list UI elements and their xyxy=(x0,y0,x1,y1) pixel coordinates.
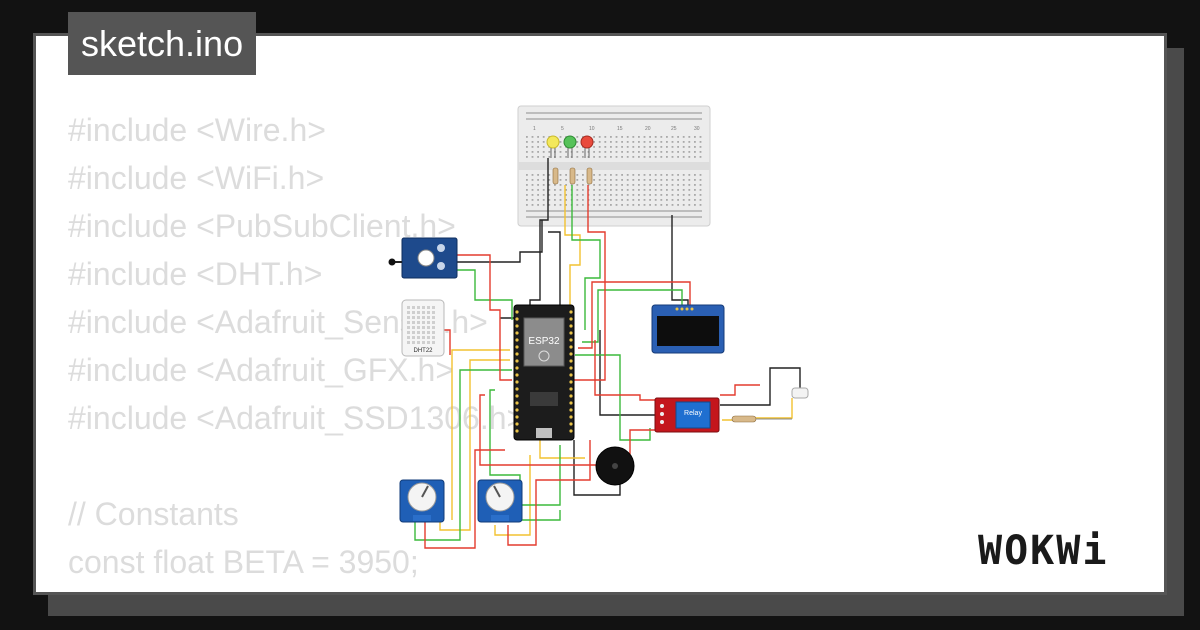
code-line: const float BETA = 3950; xyxy=(68,544,419,580)
code-editor: #include <Wire.h> #include <WiFi.h> #inc… xyxy=(68,106,551,592)
led-yellow[interactable] xyxy=(546,135,560,158)
buzzer[interactable] xyxy=(595,446,635,486)
filename-tag: sketch.ino xyxy=(68,12,257,75)
potentiometer-left[interactable] xyxy=(399,479,445,523)
code-line: #include <Adafruit_GFX.h> xyxy=(68,352,455,388)
breadboard-number: 25 xyxy=(671,126,677,132)
relay-module[interactable]: Relay xyxy=(654,397,720,433)
bulb[interactable] xyxy=(791,387,809,399)
esp32-board[interactable]: ESP32 xyxy=(513,304,575,441)
temperature-module[interactable] xyxy=(388,237,458,279)
breadboard-number: 1 xyxy=(533,126,536,132)
code-line: #include <WiFi.h> xyxy=(68,160,325,196)
dht22-sensor[interactable]: DHT22 xyxy=(401,299,445,357)
breadboard-number: 10 xyxy=(589,126,595,132)
breadboard-number: 30 xyxy=(694,126,700,132)
wires xyxy=(414,158,801,549)
breadboard-number: 15 xyxy=(617,126,623,132)
code-line: #include <Wire.h> xyxy=(68,112,326,148)
code-line: // Constants xyxy=(68,496,239,532)
code-line: #include <DHT.h> xyxy=(68,256,323,292)
wokwi-logo: WOKWi xyxy=(978,528,1109,574)
resistor xyxy=(552,167,593,185)
relay-label: Relay xyxy=(684,410,702,417)
output-resistor xyxy=(731,415,792,423)
esp32-label: ESP32 xyxy=(528,336,560,347)
led-green[interactable] xyxy=(563,135,577,158)
breadboard-number: 5 xyxy=(561,126,564,132)
oled-display[interactable] xyxy=(651,304,725,354)
potentiometer-right[interactable] xyxy=(477,479,523,523)
led-red[interactable] xyxy=(580,135,594,158)
breadboard: 1 5 10 15 20 25 30 xyxy=(517,105,711,227)
breadboard-number: 20 xyxy=(645,126,651,132)
dht-label: DHT22 xyxy=(413,348,433,354)
